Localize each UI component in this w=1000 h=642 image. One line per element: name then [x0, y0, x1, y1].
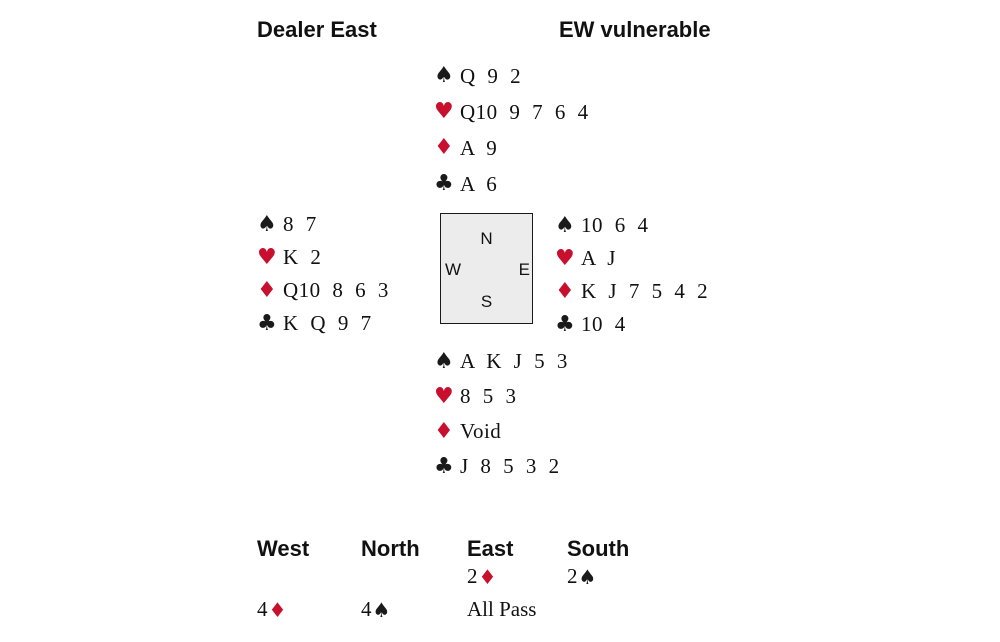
west-hearts-cards: K 2 — [283, 245, 322, 269]
north-clubs-line: ♣ A 6 — [434, 166, 589, 202]
auction-header-north: North — [361, 536, 420, 561]
south-spades-cards: A K J 5 3 — [460, 349, 568, 373]
west-hearts-line: ♥ K 2 — [257, 241, 389, 274]
east-diamonds-cards: K J 7 5 4 2 — [581, 279, 709, 303]
heart-icon: ♥ — [257, 244, 277, 270]
south-clubs-cards: J 8 5 3 2 — [460, 454, 560, 478]
spade-icon: ♠ — [578, 565, 597, 589]
diamond-icon: ♦ — [478, 565, 497, 589]
east-diamonds-line: ♦ K J 7 5 4 2 — [555, 275, 708, 308]
west-clubs-cards: K Q 9 7 — [283, 311, 372, 335]
heart-icon: ♥ — [434, 99, 454, 124]
spade-icon: ♠ — [434, 348, 454, 374]
bid-north-round2: 4♠ — [361, 597, 390, 622]
auction-header-east: East — [467, 536, 514, 561]
spade-icon: ♠ — [434, 63, 454, 88]
south-hearts-cards: 8 5 3 — [460, 384, 517, 408]
west-clubs-line: ♣ K Q 9 7 — [257, 307, 389, 340]
bid-east-round2-all-pass: All Pass — [467, 597, 537, 621]
diamond-icon: ♦ — [434, 135, 454, 160]
east-spades-line: ♠ 10 6 4 — [555, 209, 708, 242]
bid-level: 2 — [467, 564, 478, 588]
diamond-icon: ♦ — [555, 278, 575, 304]
south-diamonds-cards: Void — [460, 419, 502, 443]
south-clubs-line: ♣ J 8 5 3 2 — [434, 449, 568, 484]
north-diamonds-line: ♦ A 9 — [434, 130, 589, 166]
north-diamonds-cards: A 9 — [460, 135, 498, 160]
north-clubs-cards: A 6 — [460, 171, 498, 196]
heart-icon: ♥ — [555, 245, 575, 271]
compass-east-label: E — [518, 260, 530, 279]
bid-level: 4 — [361, 597, 372, 621]
north-spades-cards: Q 9 2 — [460, 63, 522, 88]
club-icon: ♣ — [555, 311, 575, 337]
east-clubs-cards: 10 4 — [581, 312, 626, 336]
south-hearts-line: ♥ 8 5 3 — [434, 379, 568, 414]
north-hearts-cards: Q10 9 7 6 4 — [460, 99, 589, 124]
bid-level: 4 — [257, 597, 268, 621]
spade-icon: ♠ — [555, 212, 575, 238]
south-diamonds-line: ♦ Void — [434, 414, 568, 449]
south-hand: ♠ A K J 5 3 ♥ 8 5 3 ♦ Void ♣ J 8 5 3 2 — [434, 344, 568, 484]
east-hand: ♠ 10 6 4 ♥ A J ♦ K J 7 5 4 2 ♣ 10 4 — [555, 209, 708, 341]
east-spades-cards: 10 6 4 — [581, 213, 649, 237]
club-icon: ♣ — [257, 310, 277, 336]
vulnerability-label: EW vulnerable — [559, 17, 711, 42]
diamond-icon: ♦ — [434, 418, 454, 444]
north-hearts-line: ♥ Q10 9 7 6 4 — [434, 94, 589, 130]
west-hand: ♠ 8 7 ♥ K 2 ♦ Q10 8 6 3 ♣ K Q 9 7 — [257, 208, 389, 340]
east-hearts-cards: A J — [581, 246, 616, 270]
auction-header-south: South — [567, 536, 630, 561]
bid-level: 2 — [567, 564, 578, 588]
east-hearts-line: ♥ A J — [555, 242, 708, 275]
west-diamonds-line: ♦ Q10 8 6 3 — [257, 274, 389, 307]
bid-south-round1: 2♠ — [567, 564, 596, 589]
heart-icon: ♥ — [434, 383, 454, 409]
west-spades-cards: 8 7 — [283, 212, 317, 236]
spade-icon: ♠ — [372, 598, 391, 622]
auction-header-west: West — [257, 536, 310, 561]
dealer-label: Dealer East — [257, 17, 377, 42]
north-hand: ♠ Q 9 2 ♥ Q10 9 7 6 4 ♦ A 9 ♣ A 6 — [434, 58, 589, 202]
south-spades-line: ♠ A K J 5 3 — [434, 344, 568, 379]
club-icon: ♣ — [434, 171, 454, 196]
bid-east-round1: 2♦ — [467, 564, 496, 589]
compass-north-label: N — [480, 229, 493, 248]
west-diamonds-cards: Q10 8 6 3 — [283, 278, 389, 302]
compass-west-label: W — [445, 260, 462, 279]
compass-south-label: S — [480, 292, 493, 311]
diamond-icon: ♦ — [268, 598, 287, 622]
diamond-icon: ♦ — [257, 277, 277, 303]
north-spades-line: ♠ Q 9 2 — [434, 58, 589, 94]
compass-box: N W E S — [440, 213, 533, 324]
west-spades-line: ♠ 8 7 — [257, 208, 389, 241]
east-clubs-line: ♣ 10 4 — [555, 308, 708, 341]
spade-icon: ♠ — [257, 211, 277, 237]
club-icon: ♣ — [434, 453, 454, 479]
bid-west-round2: 4♦ — [257, 597, 286, 622]
